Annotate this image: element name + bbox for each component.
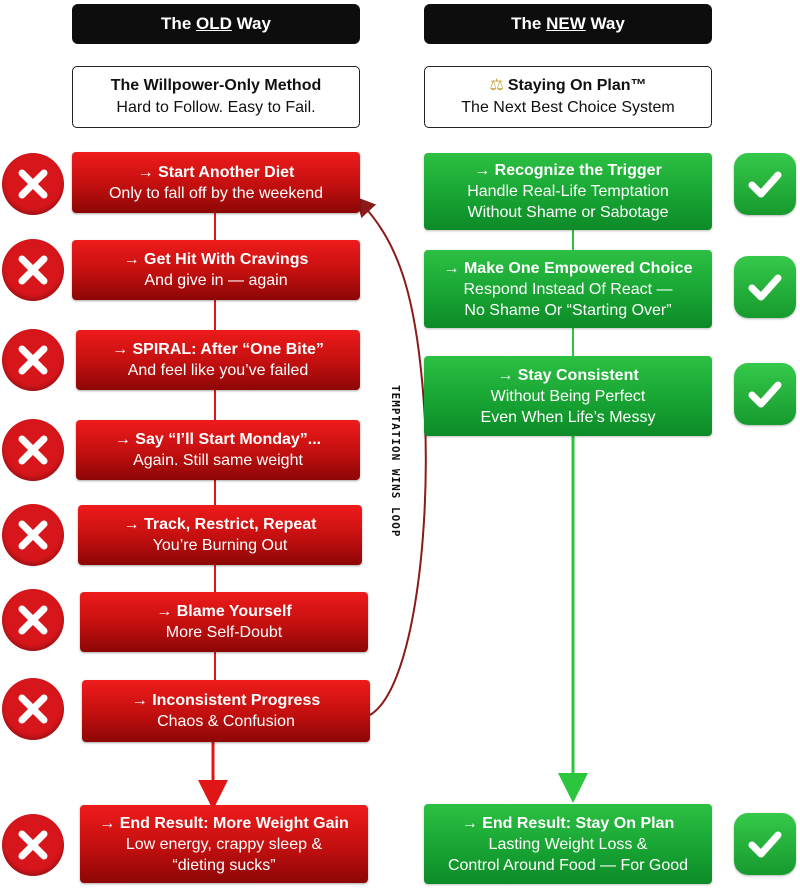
new-method-box: ⚖ Staying On Plan™ The Next Best Choice …	[424, 66, 712, 128]
x-icon	[2, 153, 64, 215]
temptation-loop-label: TEMPTATION WINS LOOP	[389, 385, 402, 538]
new-step-3: → Stay Consistent Without Being Perfect …	[424, 356, 712, 436]
x-icon	[2, 678, 64, 740]
old-step-1: → Start Another Diet Only to fall off by…	[72, 152, 360, 213]
new-result-line1: Lasting Weight Loss &	[488, 835, 648, 853]
x-icon	[2, 239, 64, 301]
old-step-desc: Chaos & Confusion	[157, 713, 295, 730]
old-step-title: → Inconsistent Progress	[131, 692, 321, 709]
x-icon	[2, 814, 64, 876]
new-way-header: The NEW Way	[424, 4, 712, 44]
old-step-title: → SPIRAL: After “One Bite”	[112, 341, 324, 358]
x-icon	[2, 419, 64, 481]
new-step-title: → Stay Consistent	[497, 366, 639, 384]
x-icon	[2, 504, 64, 566]
old-step-7: → Inconsistent Progress Chaos & Confusio…	[82, 680, 370, 742]
old-step-2: → Get Hit With Cravings And give in — ag…	[72, 240, 360, 300]
new-result-box: → End Result: Stay On Plan Lasting Weigh…	[424, 804, 712, 884]
old-step-3: → SPIRAL: After “One Bite” And feel like…	[76, 330, 360, 390]
old-header-suffix: Way	[231, 14, 271, 33]
new-method-title: Staying On Plan™	[507, 77, 647, 94]
old-result-box: → End Result: More Weight Gain Low energ…	[80, 805, 368, 883]
new-step-title: → Make One Empowered Choice	[443, 259, 693, 277]
old-result-line2: “dieting sucks”	[172, 856, 276, 874]
new-header-prefix: The	[511, 14, 547, 33]
new-step-line1: Handle Real-Life Temptation	[467, 183, 669, 200]
old-method-box: The Willpower-Only Method Hard to Follow…	[72, 66, 360, 128]
old-step-desc: You’re Burning Out	[152, 537, 288, 554]
checkmark-icon	[734, 256, 796, 318]
old-step-desc: Only to fall off by the weekend	[108, 184, 324, 202]
old-header-emphasis: OLD	[196, 14, 232, 33]
new-step-title: → Recognize the Trigger	[474, 162, 662, 179]
old-header-prefix: The	[161, 14, 196, 33]
old-step-title: → Get Hit With Cravings	[123, 251, 309, 268]
new-step-line2: Without Shame or Sabotage	[467, 204, 669, 221]
old-way-header: The OLD Way	[72, 4, 360, 44]
old-step-title: → Blame Yourself	[156, 603, 292, 620]
new-step-1: → Recognize the Trigger Handle Real-Life…	[424, 153, 712, 230]
x-icon	[2, 589, 64, 651]
new-step-line1: Without Being Perfect	[490, 387, 646, 405]
new-header-suffix: Way	[585, 14, 625, 33]
old-step-title: → Say “I’ll Start Monday”...	[114, 431, 322, 448]
new-step-line2: No Shame Or “Starting Over”	[464, 301, 672, 319]
old-result-title: → End Result: More Weight Gain	[99, 814, 349, 832]
new-result-title: → End Result: Stay On Plan	[461, 814, 675, 832]
old-step-6: → Blame Yourself More Self-Doubt	[80, 592, 368, 652]
checkmark-icon	[734, 813, 796, 875]
old-step-4: → Say “I’ll Start Monday”... Again. Stil…	[76, 420, 360, 480]
old-result-line1: Low energy, crappy sleep &	[125, 835, 323, 853]
new-step-line1: Respond Instead Of React —	[463, 280, 673, 298]
old-method-title: The Willpower-Only Method	[110, 77, 322, 94]
new-result-line2: Control Around Food — For Good	[447, 856, 689, 874]
old-method-subtitle: Hard to Follow. Easy to Fail.	[116, 99, 316, 116]
new-step-2: → Make One Empowered Choice Respond Inst…	[424, 250, 712, 328]
old-step-title: → Track, Restrict, Repeat	[123, 516, 317, 533]
new-method-subtitle: The Next Best Choice System	[461, 99, 675, 116]
old-step-desc: And feel like you’ve failed	[127, 362, 309, 379]
new-header-emphasis: NEW	[546, 14, 586, 33]
checkmark-icon	[734, 363, 796, 425]
old-step-desc: Again. Still same weight	[133, 452, 303, 469]
old-step-5: → Track, Restrict, Repeat You’re Burning…	[78, 505, 362, 565]
old-step-desc: And give in — again	[144, 272, 288, 289]
new-step-line2: Even When Life’s Messy	[480, 408, 656, 426]
x-icon	[2, 329, 64, 391]
old-step-desc: More Self-Doubt	[165, 624, 283, 641]
scales-icon: ⚖	[489, 77, 504, 94]
checkmark-icon	[734, 153, 796, 215]
old-step-title: → Start Another Diet	[137, 163, 295, 181]
